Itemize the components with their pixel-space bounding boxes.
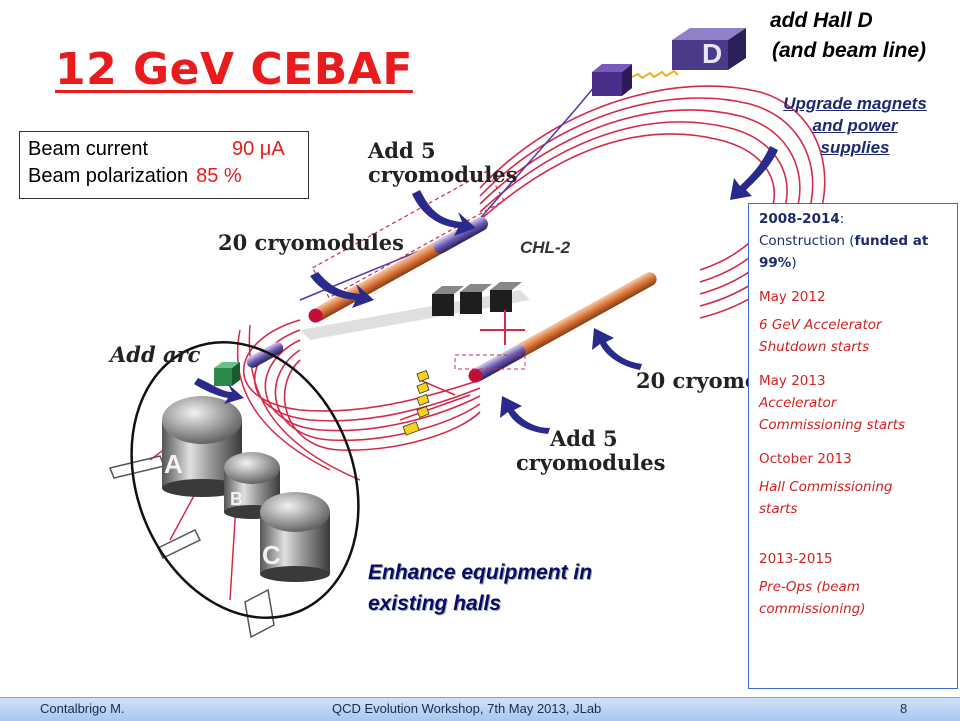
timeline-date-1: 2008-2014 — [759, 211, 840, 227]
injector — [246, 342, 284, 368]
beam-current-label: Beam current — [28, 138, 149, 160]
timeline-text-2-line2: Shutdown starts — [759, 339, 870, 355]
twenty-cryomodules-right-label: 20 cryomo — [636, 368, 759, 393]
injector-block — [214, 362, 240, 386]
timeline-date-3: May 2013 — [759, 373, 826, 389]
hall-d-beamline: D — [299, 28, 746, 301]
hall-a: A — [162, 396, 242, 497]
chl2-label: CHL-2 — [520, 238, 571, 257]
beam-current-row: Beam current 90 μA — [28, 136, 300, 163]
timeline-text-4-line1: Hall Commissioning — [759, 479, 893, 495]
add5-bottom-label-line1: Add 5 — [549, 426, 618, 451]
add5-bottom-label-line2: cryomodules — [516, 450, 665, 475]
beam-polarization-row: Beam polarization 85 % — [28, 163, 300, 190]
south-linac — [468, 272, 657, 383]
hall-a-label: A — [164, 449, 183, 479]
hall-d-label: D — [702, 38, 722, 69]
timeline-text-3-line2: Commissioning starts — [759, 417, 906, 433]
recirculation-arcs — [242, 85, 826, 451]
footer-page-number: 8 — [900, 701, 908, 716]
beam-current-value: 90 μA — [232, 138, 285, 160]
enhance-note-line2: existing halls — [368, 592, 502, 615]
existing-halls-outline — [130, 341, 360, 619]
add5-top-label-line1: Add 5 — [367, 138, 436, 163]
enhance-halls-note: Enhance equipment in existing halls — [368, 557, 592, 619]
footer-author: Contalbrigo M. — [40, 701, 125, 716]
add5-top-label-line2: cryomodules — [368, 162, 517, 187]
hall-d-note-line1: add Hall D — [770, 9, 873, 32]
hall-b-label: B — [230, 489, 243, 509]
timeline-date-5: 2013-2015 — [759, 551, 833, 567]
upgrade-magnets-note: Upgrade magnets and power supplies — [755, 93, 955, 159]
extraction-magnets — [402, 370, 430, 436]
timeline-text-5-line1: Pre-Ops (beam — [759, 579, 860, 595]
add-arc-label: Add arc — [108, 342, 201, 367]
beam-polarization-value: 85 % — [196, 165, 242, 187]
timeline-text-3-line1: Accelerator — [759, 395, 837, 411]
footer-event: QCD Evolution Workshop, 7th May 2013, JL… — [332, 701, 602, 716]
hall-c: C — [260, 492, 330, 582]
timeline-text-2-line1: 6 GeV Accelerator — [759, 317, 882, 333]
beam-polarization-label: Beam polarization — [28, 165, 189, 187]
upgrade-note-line2: and power — [812, 116, 898, 135]
hall-c-label: C — [262, 540, 281, 570]
slide-title: 12 GeV CEBAF — [55, 44, 413, 95]
upgrade-note-line3: supplies — [820, 138, 890, 157]
timeline-text-1: Construction (funded at 99%) — [759, 233, 929, 271]
timeline-text-5-line2: commissioning) — [759, 601, 866, 617]
timeline-date-4: October 2013 — [759, 451, 852, 467]
slide-footer: Contalbrigo M. QCD Evolution Workshop, 7… — [0, 697, 960, 721]
enhance-note-line1: Enhance equipment in — [368, 561, 593, 584]
timeline-entry-1: 2008-2014: — [759, 211, 845, 227]
callout-arrows — [194, 146, 778, 434]
timeline-box: 2008-2014: Construction (funded at 99%) … — [748, 203, 958, 689]
twenty-cryomodules-left-label: 20 cryomodules — [218, 230, 404, 255]
chl2-plant — [300, 282, 530, 370]
timeline-date-2: May 2012 — [759, 289, 826, 305]
timeline-text-4-line2: starts — [759, 501, 798, 517]
hall-d-note-line2: (and beam line) — [772, 39, 927, 62]
beam-parameters-box: Beam current 90 μA Beam polarization 85 … — [19, 131, 309, 199]
upgrade-note-line1: Upgrade magnets — [783, 94, 927, 113]
hall-d-note: add Hall D (and beam line) — [770, 6, 926, 66]
